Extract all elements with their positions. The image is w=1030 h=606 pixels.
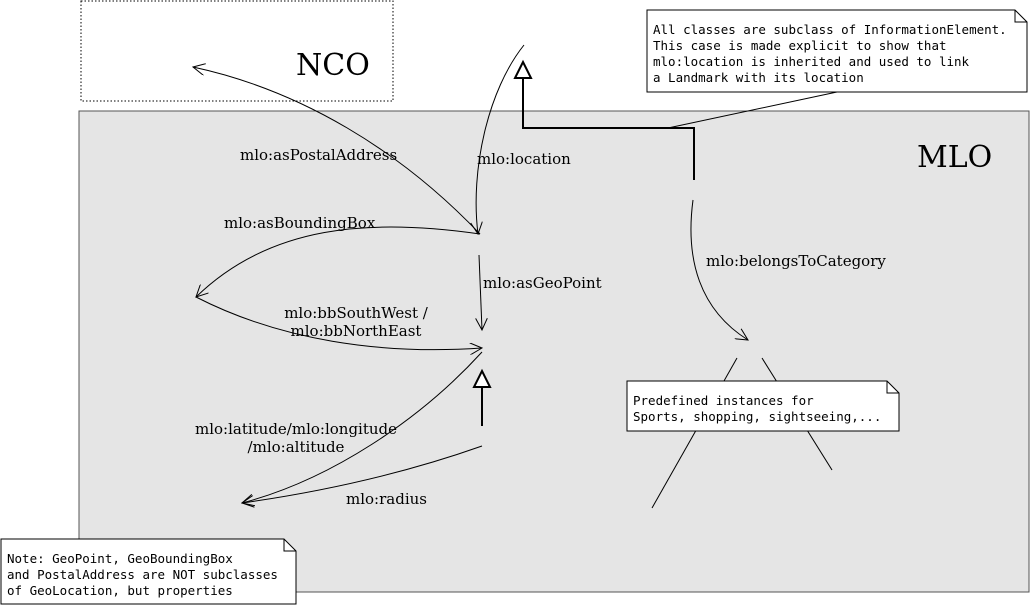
edge-as-postal-address xyxy=(193,67,481,235)
label-bb-corners: mlo:bbNorthEast xyxy=(291,322,422,340)
note-line: a Landmark with its location xyxy=(653,70,864,85)
label-as-bounding-box: mlo:asBoundingBox xyxy=(224,214,376,232)
inheritance-triangle-icon xyxy=(472,368,492,388)
note-line: This case is made explicit to show that xyxy=(653,38,947,53)
mlo-package: MLO xyxy=(78,110,1030,593)
note-line: Predefined instances for xyxy=(633,393,814,408)
edge-as-bounding-box xyxy=(196,226,481,297)
note-line: Sports, shopping, sightseeing,... xyxy=(633,409,881,424)
nco-package: NCO xyxy=(80,0,394,102)
label-lat-long-alt: mlo:latitude/mlo:longitude xyxy=(195,420,397,438)
edge-location xyxy=(476,44,525,234)
label-as-postal-address: mlo:asPostalAddress xyxy=(240,146,397,164)
note-geopoint: Note: GeoPoint, GeoBoundingBox and Posta… xyxy=(0,538,297,605)
inheritance-triangle-icon xyxy=(513,59,533,79)
note-anchor-line xyxy=(667,91,838,129)
edge-bb-corners xyxy=(195,296,482,350)
label-lat-long-alt: /mlo:altitude xyxy=(248,438,345,456)
edge-belongs-to-category xyxy=(690,199,748,340)
mlo-package-title: MLO xyxy=(917,140,992,175)
note-information-element: All classes are subclass of InformationE… xyxy=(646,9,1028,93)
label-location: mlo:location xyxy=(477,150,571,168)
label-belongs-to-category: mlo:belongsToCategory xyxy=(706,252,886,270)
label-bb-corners: mlo:bbSouthWest / xyxy=(284,304,429,322)
note-line: mlo:location is inherited and used to li… xyxy=(653,54,970,69)
edge-as-geo-point xyxy=(479,254,482,330)
nco-package-title: NCO xyxy=(296,48,370,83)
note-line: of GeoLocation, but properties xyxy=(7,583,233,598)
edge-radius xyxy=(242,445,483,503)
note-line: and PostalAddress are NOT subclasses xyxy=(7,567,278,582)
note-line: Note: GeoPoint, GeoBoundingBox xyxy=(7,551,233,566)
note-line: All classes are subclass of InformationE… xyxy=(653,22,1007,37)
geopoint-inheritance xyxy=(472,368,492,426)
label-as-geo-point: mlo:asGeoPoint xyxy=(483,274,602,292)
note-predefined-instances: Predefined instances for Sports, shoppin… xyxy=(626,380,900,432)
inheritance-connector xyxy=(513,59,695,180)
label-radius: mlo:radius xyxy=(346,490,427,508)
edge-lat-long-alt xyxy=(242,351,483,503)
